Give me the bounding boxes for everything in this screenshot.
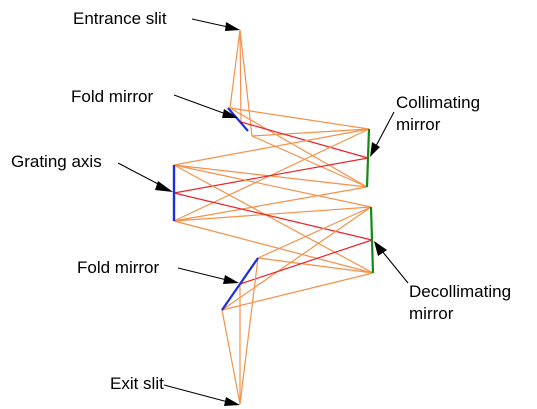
leader-fold-mirror-top [173, 94, 238, 118]
ray-orange [251, 128, 370, 137]
ray-orange [229, 29, 241, 109]
ray-orange [257, 206, 372, 259]
ray-red [239, 239, 373, 285]
ray-orange [173, 128, 370, 166]
leader-fold-mirror-bottom [177, 267, 239, 284]
ray-orange [239, 29, 242, 123]
rays-decollimating-to-fold [221, 206, 374, 311]
leader-grating-axis [117, 162, 173, 192]
fold-mirror-bottom [221, 257, 259, 311]
decollimating-mirror-label-line2: mirror [409, 304, 454, 323]
ray-red [173, 192, 373, 241]
ray-orange [239, 257, 259, 405]
leader-exit-slit [163, 384, 240, 406]
ray-orange [221, 309, 241, 405]
ray-orange [229, 107, 368, 188]
leader-entrance-slit [191, 18, 240, 31]
rays-fold-to-collimating [229, 107, 370, 188]
ray-red [173, 157, 369, 194]
collimating-mirror-label-line2: mirror [396, 115, 441, 134]
decollimating-mirror-label-line1: Decollimating [409, 282, 512, 301]
ray-orange [257, 257, 374, 274]
rays-collimating-to-grating [173, 128, 370, 222]
fold-mirror-top-label: Fold mirror [71, 87, 154, 106]
ray-orange [229, 107, 370, 130]
rays-grating-to-decollimating [173, 164, 374, 274]
collimating-mirror-label-line1: Collimating [396, 93, 481, 112]
ray-orange [173, 186, 368, 222]
fold-mirror-bottom-label: Fold mirror [77, 258, 160, 277]
rays-entrance-to-fold [229, 29, 253, 137]
exit-slit-label: Exit slit [110, 374, 164, 393]
ray-orange [251, 135, 368, 188]
decollimating-mirror [369, 206, 375, 274]
ray-orange [221, 206, 372, 311]
grating-axis-label: Grating axis [11, 152, 102, 171]
fold-mirror-top [227, 107, 249, 132]
entrance-slit-label: Entrance slit [73, 9, 167, 28]
rays-fold-to-exit [221, 257, 259, 405]
leader-decollimating-mirror [374, 241, 409, 284]
ray-orange [173, 220, 374, 274]
ray-red [240, 121, 369, 159]
leader-lines [117, 18, 409, 406]
leader-collimating-mirror [370, 111, 395, 157]
ray-orange [173, 164, 372, 208]
ray-orange [239, 29, 253, 137]
ray-orange [221, 272, 374, 311]
ray-orange [173, 206, 372, 222]
collimating-mirror [365, 128, 371, 188]
ray-orange [173, 164, 374, 274]
